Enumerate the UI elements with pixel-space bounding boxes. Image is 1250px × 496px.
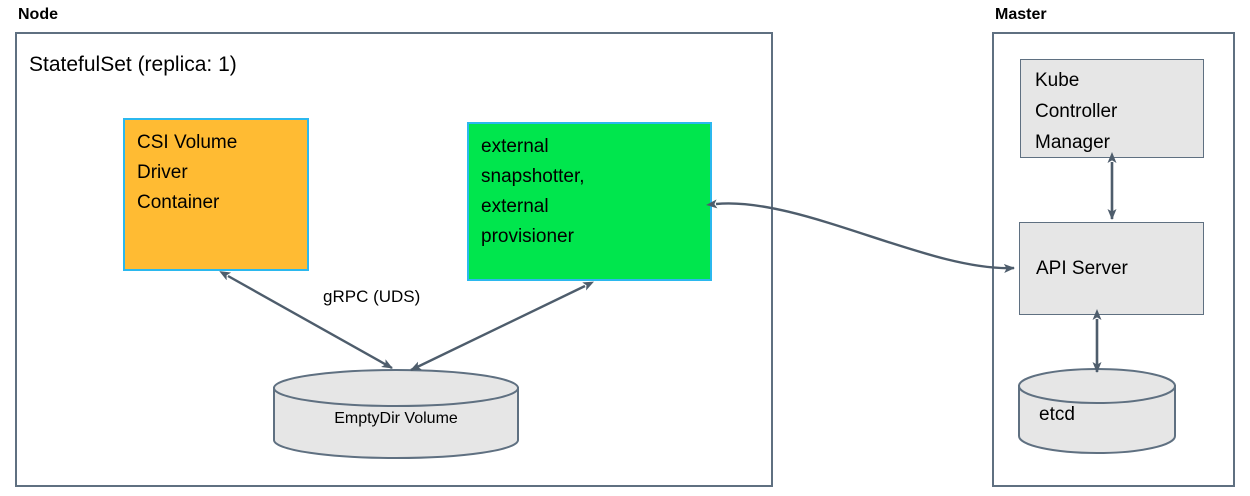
external-sidecars-box[interactable]: external snapshotter, external provision… <box>467 122 712 281</box>
kube-controller-manager-label: Kube Controller Manager <box>1035 70 1118 153</box>
csi-volume-driver-container-label: CSI Volume Driver Container <box>137 132 238 213</box>
api-server-box[interactable]: API Server <box>1019 222 1204 315</box>
kube-controller-manager-box[interactable]: Kube Controller Manager <box>1020 59 1204 158</box>
api-server-label: API Server <box>1036 258 1128 279</box>
master-group-label: Master <box>995 6 1047 23</box>
emptydir-volume-label: EmptyDir Volume <box>334 410 458 427</box>
etcd-cylinder[interactable]: etcd <box>1017 368 1177 456</box>
node-group-label: Node <box>18 6 58 23</box>
grpc-uds-edge-label: gRPC (UDS) <box>323 287 421 306</box>
emptydir-volume-cylinder[interactable]: EmptyDir Volume <box>272 368 520 460</box>
external-sidecars-label: external snapshotter, external provision… <box>481 136 585 247</box>
statefulset-title: StatefulSet (replica: 1) <box>29 53 237 76</box>
etcd-label: etcd <box>1039 404 1075 425</box>
csi-volume-driver-container-box[interactable]: CSI Volume Driver Container <box>123 118 309 271</box>
